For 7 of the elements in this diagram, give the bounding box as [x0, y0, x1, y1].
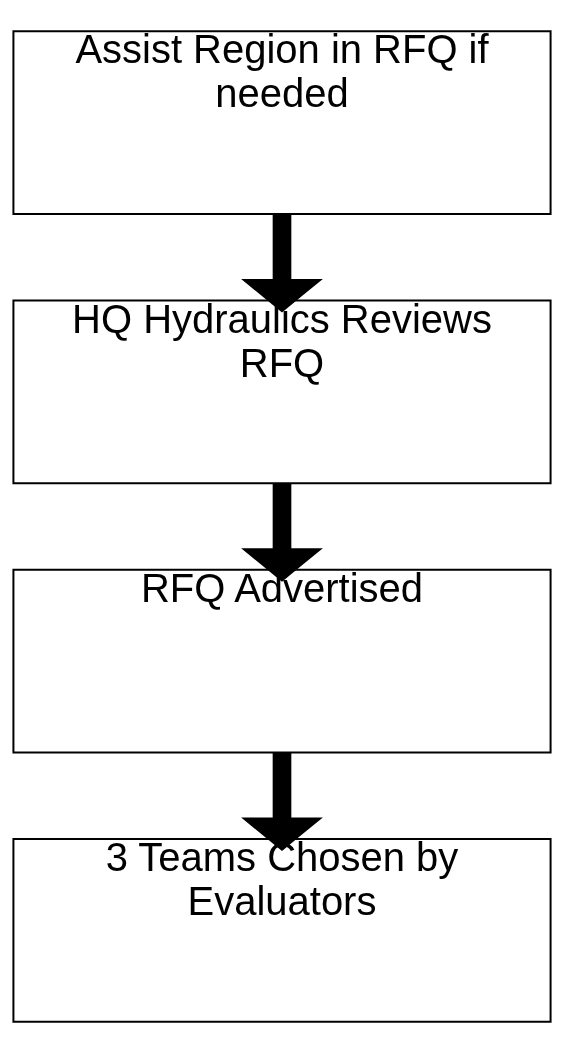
node-box: RFQ Advertised	[12, 568, 552, 754]
node-box: 3 Teams Chosen by Evaluators	[12, 838, 552, 1023]
arrow	[241, 752, 323, 851]
arrow	[241, 214, 323, 313]
node-box: HQ Hydraulics Reviews RFQ	[12, 299, 552, 485]
arrow	[241, 483, 323, 582]
node-box: Assist Region in RFQ if needed	[12, 30, 552, 215]
